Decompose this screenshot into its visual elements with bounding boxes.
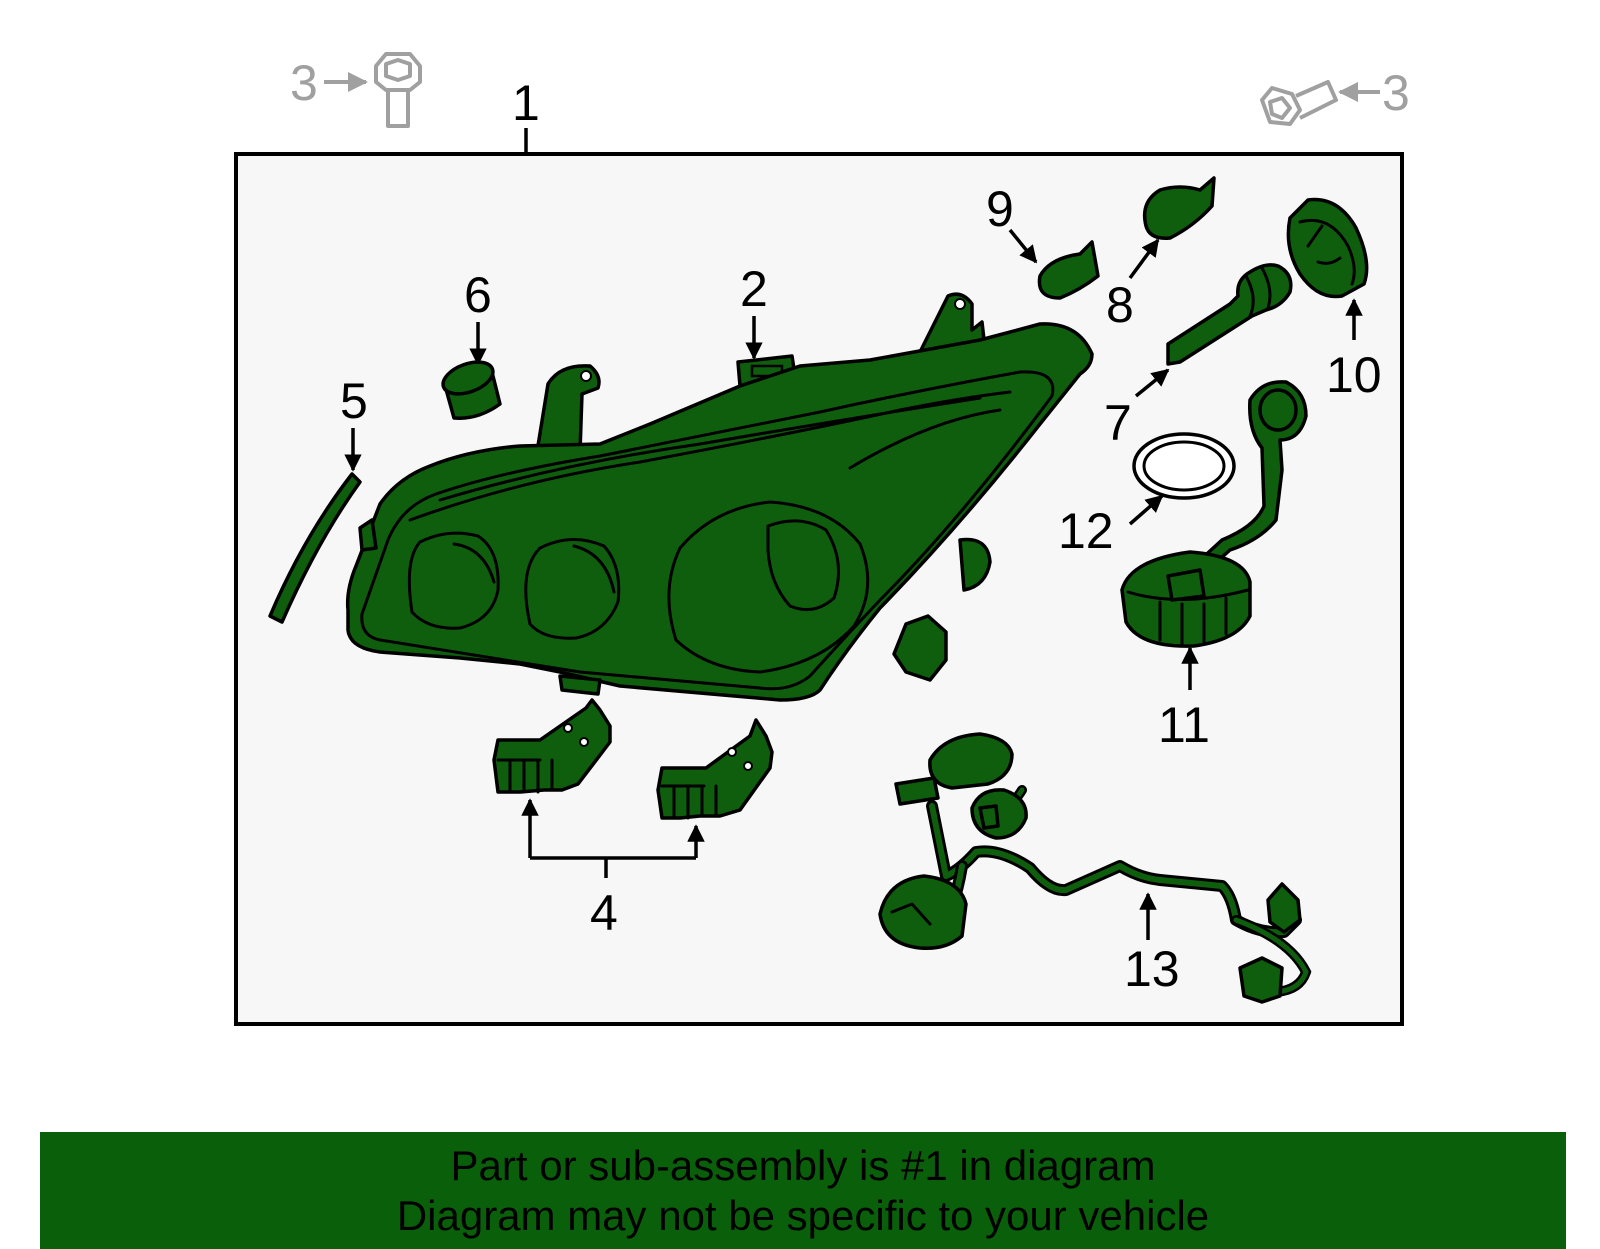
part-7-bulb-socket: 7 bbox=[1104, 263, 1293, 451]
part-1-headlamp-assembly: 2 bbox=[345, 261, 1094, 702]
part-8-bulb: 8 bbox=[1106, 176, 1216, 333]
bolt-right: 3 bbox=[1260, 65, 1410, 126]
bolt-left: 3 bbox=[290, 52, 422, 128]
part-9-bulb: 9 bbox=[986, 181, 1100, 300]
callout-6: 6 bbox=[464, 267, 492, 323]
callout-12: 12 bbox=[1058, 503, 1114, 559]
callout-1: 1 bbox=[512, 75, 540, 131]
callout-3-left: 3 bbox=[290, 55, 318, 111]
part-4-brackets: 4 bbox=[492, 698, 774, 941]
info-line-2: Diagram may not be specific to your vehi… bbox=[396, 1192, 1210, 1239]
part-6-cap: 6 bbox=[441, 267, 502, 420]
callout-3-right: 3 bbox=[1382, 65, 1410, 121]
callout-7: 7 bbox=[1104, 395, 1132, 451]
callout-8: 8 bbox=[1106, 277, 1134, 333]
callout-13: 13 bbox=[1124, 941, 1180, 997]
info-banner: Part or sub-assembly is #1 in diagram Di… bbox=[40, 1132, 1566, 1249]
callout-4: 4 bbox=[590, 885, 618, 941]
callout-10: 10 bbox=[1326, 347, 1382, 403]
part-5-trim-strip: 5 bbox=[268, 373, 368, 624]
callout-11: 11 bbox=[1158, 697, 1210, 753]
part-13-wiring-harness: 13 bbox=[878, 732, 1312, 1004]
callout-5: 5 bbox=[340, 373, 368, 429]
info-line-1: Part or sub-assembly is #1 in diagram bbox=[450, 1142, 1156, 1189]
part-12-gasket: 12 bbox=[1058, 432, 1236, 559]
callout-2: 2 bbox=[740, 261, 768, 317]
part-11-socket: 11 bbox=[1120, 380, 1308, 753]
callout-9: 9 bbox=[986, 181, 1014, 237]
part-10-cover-cap: 10 bbox=[1286, 197, 1382, 403]
